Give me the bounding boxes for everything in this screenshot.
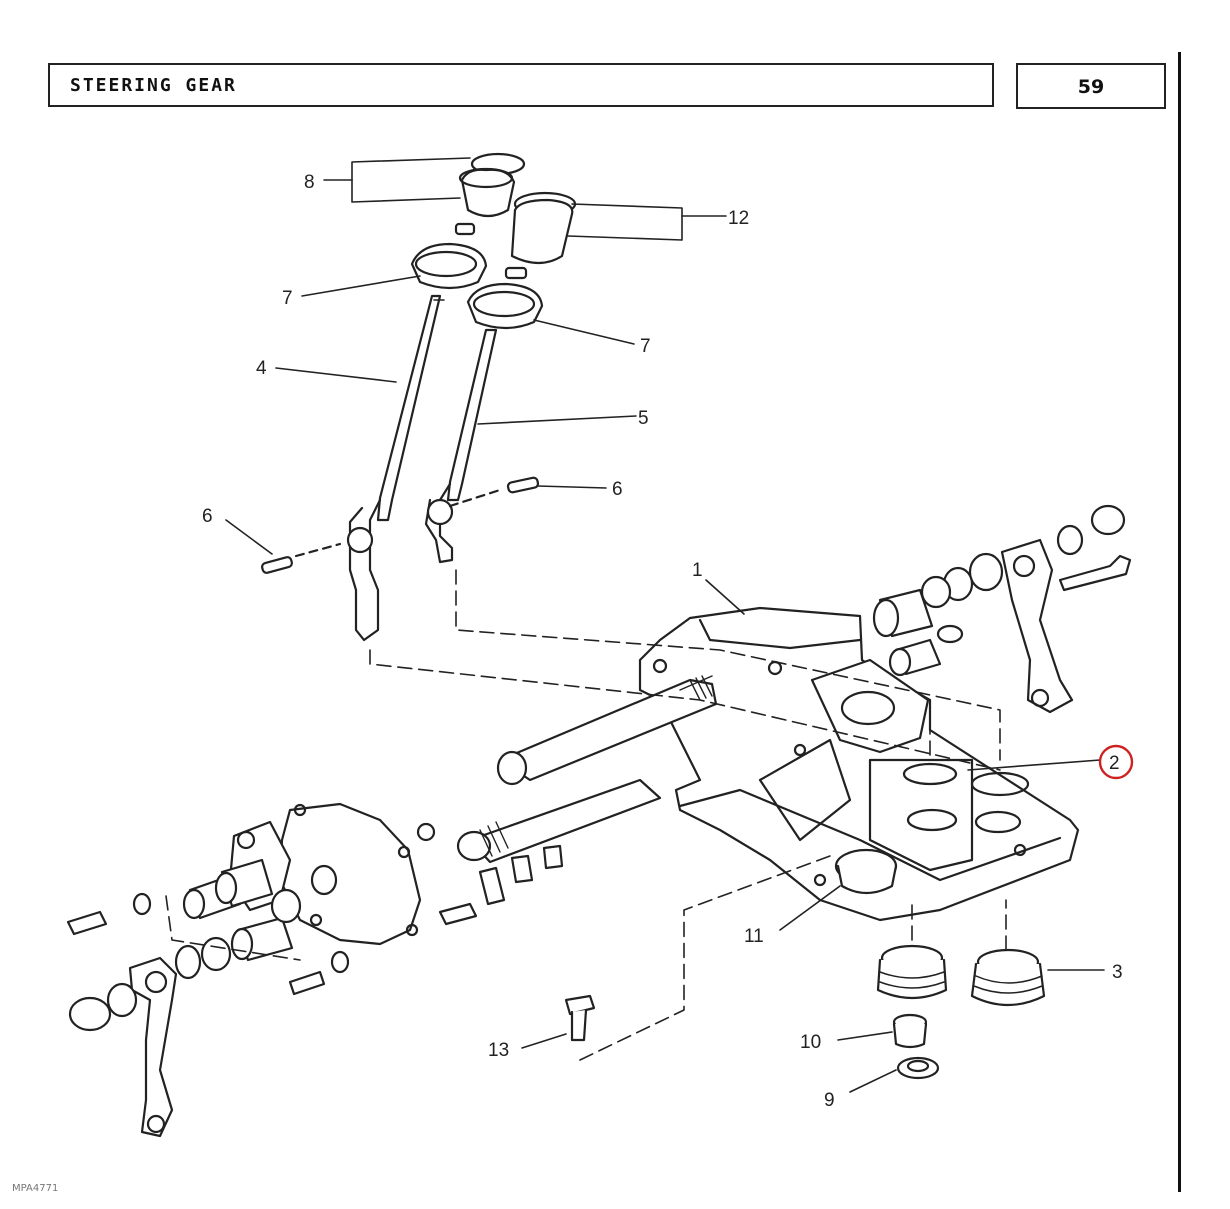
page-number-box: 59: [1016, 63, 1166, 109]
boot-7-right: [466, 282, 544, 330]
right-drop-arm: [1000, 538, 1074, 714]
pin-6-right: [448, 476, 540, 508]
callout-7-right: 7: [640, 336, 651, 357]
highlight-circle: [1098, 744, 1134, 780]
callout-3: 3: [1112, 962, 1123, 983]
pin-6-left: [261, 542, 342, 574]
callout-11: 11: [744, 926, 764, 947]
fitting-3-right: [970, 948, 1046, 1006]
drop-arm-5: [424, 328, 498, 564]
page-title: STEERING GEAR: [70, 75, 237, 96]
callout-6-right: 6: [612, 479, 623, 500]
callout-9: 9: [824, 1090, 835, 1111]
callout-8: 8: [304, 172, 315, 193]
page-edge-line: [1178, 52, 1181, 1192]
callout-4: 4: [256, 358, 267, 379]
callout-5: 5: [638, 408, 649, 429]
sector-shaft: [456, 778, 662, 864]
callout-10: 10: [800, 1032, 821, 1053]
steering-housing: [638, 606, 1080, 922]
assembly-lines: [165, 569, 1007, 1061]
callout-6-left: 6: [202, 506, 213, 527]
callout-7-left: 7: [282, 288, 293, 309]
callout-12: 12: [728, 208, 749, 229]
clips: [416, 822, 564, 906]
leader-lines: [225, 157, 1105, 1093]
boot-7-left: [410, 242, 488, 290]
page-number: 59: [1077, 76, 1105, 98]
washer-9: [896, 1056, 940, 1080]
drawing-code: MPA4771: [12, 1183, 59, 1194]
callouts: 8 12 7 7 4 5 6 6 1 2 3 11 10 9 13: [202, 172, 1123, 1111]
callout-2: 2: [1109, 753, 1120, 774]
left-bushes: [66, 858, 478, 996]
nipple-10: [892, 1013, 928, 1049]
bolt-13: [564, 994, 596, 1042]
cap-8: [454, 152, 526, 236]
title-box: STEERING GEAR: [48, 63, 994, 107]
plug-11: [834, 848, 898, 895]
callout-13: 13: [488, 1040, 509, 1061]
right-bushes: [872, 504, 1132, 677]
callout-1: 1: [692, 560, 703, 581]
left-drop-arm: [68, 956, 178, 1138]
fitting-3-left: [876, 944, 948, 1000]
cap-12: [504, 191, 577, 280]
worm-shaft: [496, 675, 718, 786]
drop-arm-4: [346, 294, 445, 642]
